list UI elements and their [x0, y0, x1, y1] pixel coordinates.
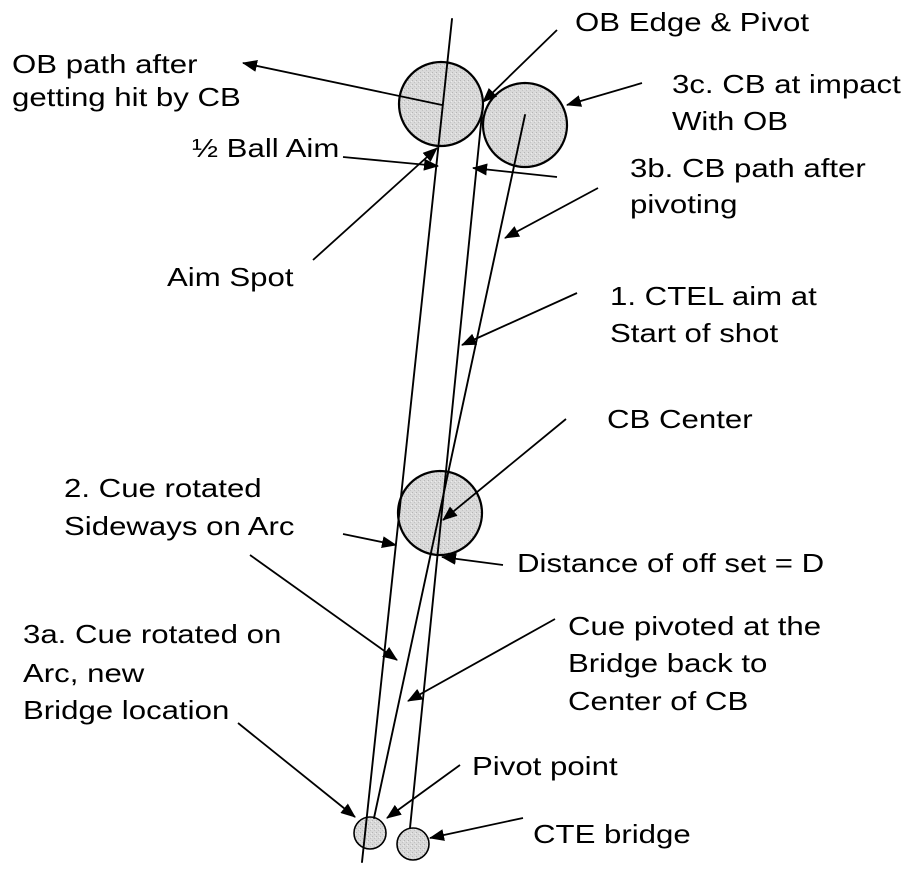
cb-at-impact-arrow [566, 82, 643, 107]
ctel-aim-arrow [461, 292, 578, 346]
cte-bridge-arrow [429, 817, 524, 841]
label-cb-path-after-pivot-line-1: 3b. CB path after [630, 154, 866, 183]
label-ob-path-line-1: OB path after [12, 50, 198, 79]
label-half-ball-aim: ½ Ball Aim [192, 134, 339, 163]
label-ob-edge-pivot: OB Edge & Pivot [575, 8, 809, 37]
cue-pivoted-arrow [407, 618, 556, 702]
label-offset-distance: Distance of off set = D [517, 549, 824, 578]
label-ob-path-line-2: getting hit by CB [12, 83, 241, 112]
offset-distance-arrow [441, 552, 504, 566]
cue-rotated-arc-arrow [237, 722, 356, 818]
pivot-point-marker [353, 816, 387, 850]
label-cb-center: CB Center [607, 405, 753, 434]
cue-ball-at-impact [481, 81, 569, 169]
ob-path-arrow [242, 60, 443, 106]
label-cte-bridge: CTE bridge [533, 820, 691, 849]
cue-rotated-sideways-arrow-2 [249, 554, 398, 661]
pivot-point-arrow [386, 764, 461, 819]
cb-path-after-pivot-line [373, 114, 526, 819]
ctel-aim-line [409, 103, 484, 829]
ob-edge-pivot-arrow [482, 29, 558, 103]
label-cue-rotated-sideways-line-1: 2. Cue rotated [64, 474, 262, 503]
label-ctel-aim-line-1: 1. CTEL aim at [610, 282, 817, 311]
label-cb-at-impact-line-2: With OB [672, 107, 788, 136]
label-aim-spot: Aim Spot [167, 263, 294, 292]
cb-center-arrow [442, 418, 567, 521]
aim-spot-arrow [312, 147, 438, 261]
ob-center-aim-line [361, 18, 453, 863]
label-cue-pivoted-line-1: Cue pivoted at the [568, 612, 821, 641]
label-cue-pivoted-line-3: Center of CB [568, 687, 748, 716]
half-ball-aim-arrow [342, 156, 439, 171]
label-ctel-aim-line-2: Start of shot [610, 319, 778, 348]
ctel-line-short-arrow [472, 163, 558, 178]
label-cb-path-after-pivot-line-2: pivoting [630, 190, 737, 219]
cte-bridge-marker [396, 827, 430, 861]
label-cb-at-impact-line-1: 3c. CB at impact [672, 70, 901, 99]
label-cue-rotated-arc-line-1: 3a. Cue rotated on [23, 620, 281, 649]
label-cue-rotated-arc-line-3: Bridge location [23, 696, 229, 725]
cb-path-after-pivot-arrow [504, 187, 599, 239]
label-cue-rotated-arc-line-2: Arc, new [23, 659, 145, 688]
label-cue-rotated-sideways-line-2: Sideways on Arc [64, 512, 295, 541]
label-pivot-point: Pivot point [472, 752, 618, 781]
label-cue-pivoted-line-2: Bridge back to [568, 649, 767, 678]
cue-rotated-sideways-arrow-1 [342, 533, 397, 549]
